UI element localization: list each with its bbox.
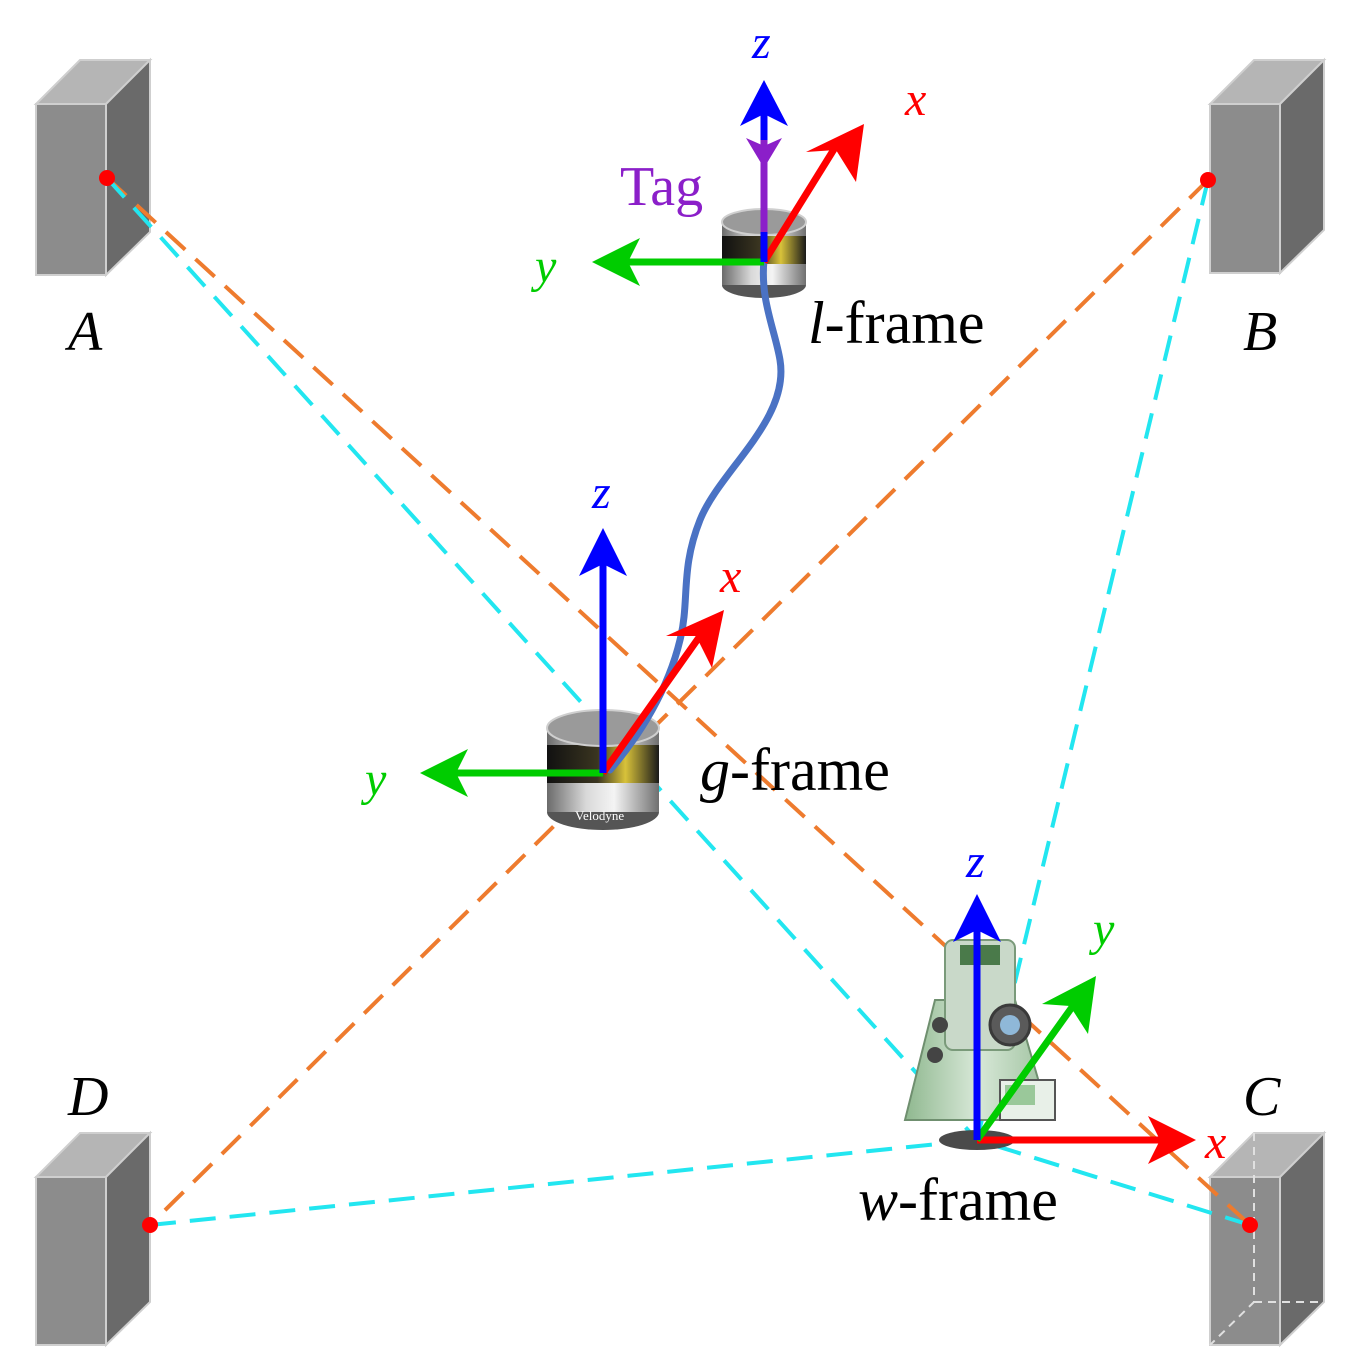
g-frame-y-label: y [360,753,387,806]
w-frame-axes [953,894,1196,1164]
l-frame-y-label: y [530,240,557,293]
anchor-dot-c [1242,1217,1258,1233]
g-frame-y-arrowhead [420,749,468,797]
l-frame-x-arrowhead [806,124,864,182]
w-frame-label-rest: -frame [898,1167,1058,1233]
l-frame-z-arrowhead [740,80,788,126]
g-frame-x-axis [600,633,703,776]
l-frame-label: l-frame [808,290,985,356]
g-frame-label-italic: g [700,737,730,803]
lidar-brand-text: Velodyne [575,808,624,823]
anchor-box-a [33,57,153,278]
cyan-range-lines [105,176,1251,1227]
w-frame-label-italic: w [858,1167,898,1233]
w-frame-y-axis [974,1000,1078,1143]
anchor-box-d [33,1130,153,1348]
anchor-dot-d [142,1217,158,1233]
cyan-line-d-to-w [149,1138,978,1227]
l-frame-x-axis [761,144,839,264]
w-frame-z-label: z [965,835,985,888]
orange-range-lines [105,176,1252,1227]
anchor-dot-b [1200,172,1216,188]
w-frame-y-arrowhead [1042,976,1096,1034]
anchor-label-b: B [1243,301,1277,363]
w-frame-z-arrowhead [953,894,1001,942]
cyan-line-c-to-w [976,1138,1251,1227]
l-frame-z-label: z [751,16,771,69]
g-frame-axes [420,528,724,797]
sensor-trajectory-curve [606,256,785,774]
anchor-label-d: D [67,1066,108,1128]
orange-line-b-to-d [148,178,1210,1227]
l-frame-label-rest: -frame [825,290,985,356]
g-frame-label-rest: -frame [730,737,890,803]
anchor-dot-a [99,170,115,186]
g-frame-x-label: x [719,550,741,603]
l-frame-x-label: x [904,73,926,126]
g-frame-x-arrowhead [666,610,724,668]
tag-label: Tag [620,156,703,218]
g-frame-z-label: z [591,466,611,519]
anchor-box-b [1207,57,1327,276]
w-frame-label: w-frame [858,1167,1058,1233]
g-frame-label: g-frame [700,737,890,803]
w-frame-x-arrowhead [1148,1116,1196,1164]
tag-arrowhead [746,138,782,168]
anchor-label-a: A [64,301,103,363]
g-frame-z-arrowhead [579,528,627,576]
l-frame-y-arrowhead [592,238,640,286]
anchor-label-c: C [1243,1066,1281,1128]
anchor-box-c [1207,1130,1327,1348]
cyan-line-a-to-w [105,176,979,1142]
w-frame-y-label: y [1088,903,1115,956]
w-frame-x-label: x [1204,1116,1226,1169]
l-frame-label-italic: l [808,290,825,356]
l-frame-axes [592,80,864,286]
